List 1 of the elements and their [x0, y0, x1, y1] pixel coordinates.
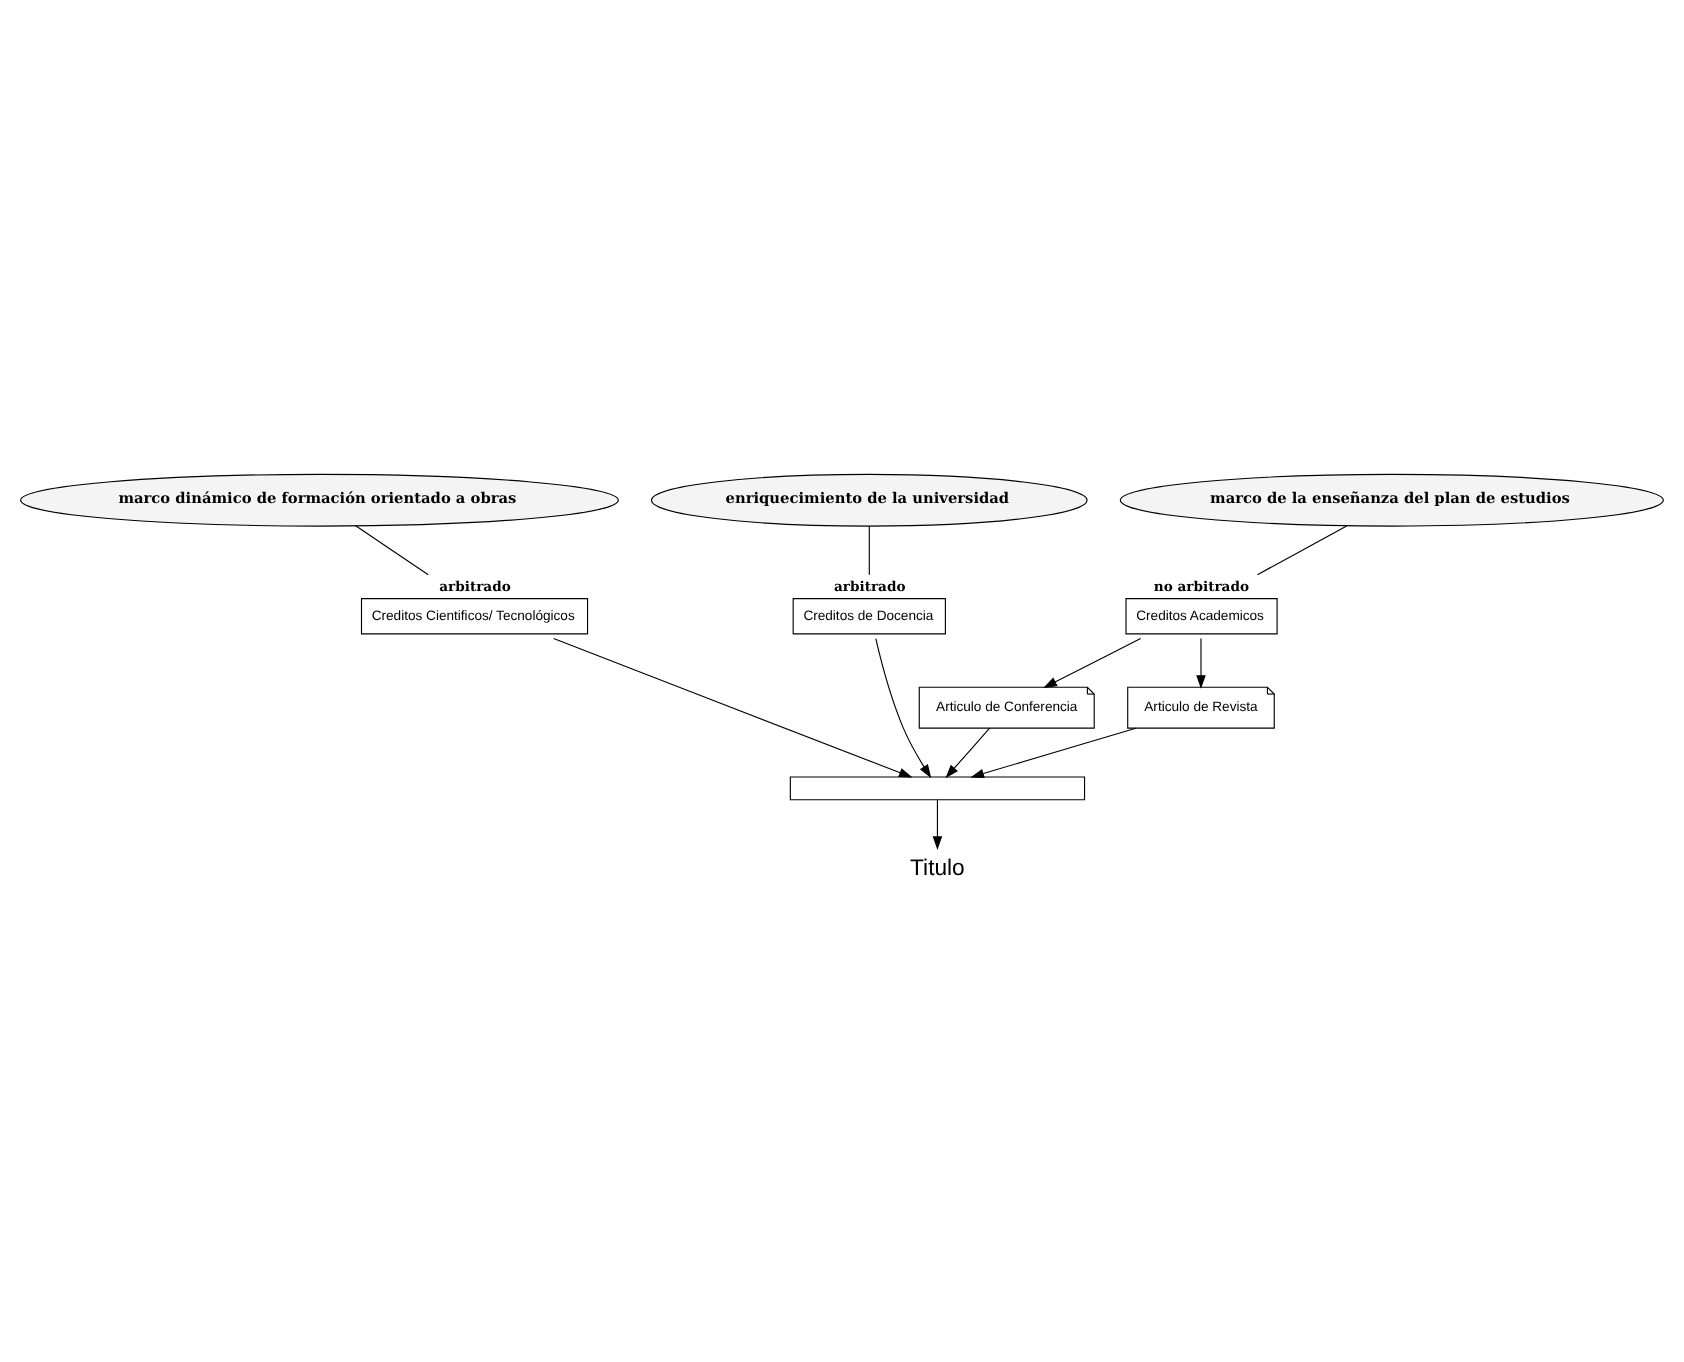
node-text: Titulo: [910, 855, 965, 880]
